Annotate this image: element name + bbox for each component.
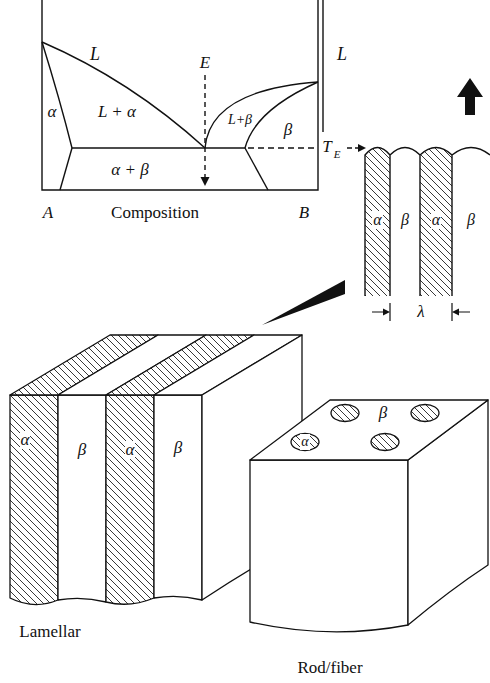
- phase-label: β: [284, 121, 292, 140]
- phase-label: β: [379, 404, 387, 423]
- solvus-line: [60, 148, 72, 190]
- axis-label: Composition: [111, 204, 199, 223]
- beta-lamella: [58, 395, 106, 602]
- liquidus-line: [205, 82, 318, 148]
- axis-label: B: [299, 204, 309, 223]
- alpha-lamella: [106, 395, 154, 604]
- eutectic-temperature-line: [248, 147, 316, 148]
- axis-label: A: [43, 204, 53, 223]
- alpha-lamella: [365, 148, 390, 297]
- temperature-subscript: E: [334, 148, 341, 160]
- alpha-lamella: [420, 148, 452, 297]
- morphology-label: Rod/fiber: [297, 659, 362, 678]
- phase-label: β: [467, 211, 475, 229]
- alpha-rod: [371, 434, 399, 451]
- phase-label: L+β: [228, 112, 252, 127]
- solidus-line: [42, 42, 72, 148]
- alpha-rod: [411, 405, 439, 422]
- eutectic-temperature-line: [347, 147, 359, 148]
- phase-label: β: [401, 211, 409, 229]
- phase-label: α + β: [111, 161, 148, 180]
- phase-label: β: [174, 439, 182, 458]
- alpha-rod: [291, 434, 319, 451]
- spacing-label: λ: [417, 303, 424, 322]
- solidus-line: [245, 82, 318, 148]
- temperature-label: T: [322, 138, 331, 157]
- beta-matrix: [250, 460, 408, 632]
- cooling-path: [204, 75, 205, 179]
- panel-border: [322, 0, 323, 132]
- zoom-wedge: [262, 280, 345, 325]
- diagram-frame: [42, 0, 318, 190]
- phase-label: L + α: [98, 103, 136, 122]
- arrow-head: [452, 309, 459, 316]
- phase-label: β: [78, 441, 86, 460]
- phase-label: α: [431, 211, 441, 229]
- dimension-line: [372, 303, 470, 321]
- phase-label: α: [372, 211, 382, 229]
- morphology-label: Lamellar: [19, 623, 80, 642]
- growth-arrow: [457, 78, 483, 115]
- beta-lamella: [154, 395, 202, 600]
- eutectic-line: [72, 147, 245, 148]
- beta-lamella: [452, 148, 490, 297]
- phase-label: L: [90, 45, 100, 65]
- phase-label: α: [20, 431, 31, 450]
- arrow-head: [201, 177, 210, 186]
- liquidus-line: [42, 42, 205, 148]
- phase-label: α: [125, 441, 136, 460]
- solvus-line: [245, 148, 268, 190]
- phase-label: L: [337, 45, 347, 65]
- arrow-head: [358, 144, 366, 152]
- arrow-head: [383, 309, 390, 316]
- beta-matrix-top: [250, 400, 488, 460]
- beta-lamella: [390, 148, 420, 297]
- phase-label: α: [300, 434, 309, 449]
- alpha-lamella: [10, 395, 58, 605]
- point-label: E: [200, 54, 210, 73]
- phase-label: α: [48, 103, 57, 122]
- alpha-rod: [331, 405, 359, 422]
- solidification-front: [365, 148, 490, 297]
